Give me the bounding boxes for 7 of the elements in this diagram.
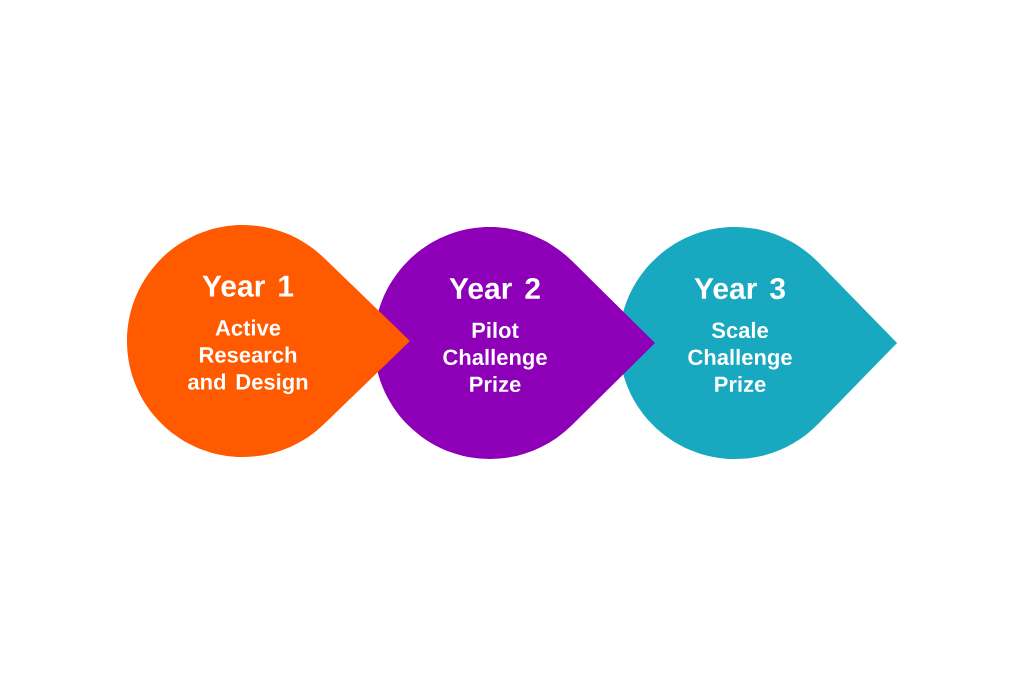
- year-heading: Year 2: [449, 277, 540, 300]
- phase-text: Pilot Challenge Prize: [443, 321, 547, 393]
- phase-text: Active Research and Design: [188, 319, 308, 395]
- year-heading: Year 1: [202, 275, 294, 297]
- teardrop-shape: [127, 225, 410, 457]
- year-heading: Year 3: [694, 277, 785, 300]
- phase-text: Scale Challenge Prize: [688, 321, 792, 393]
